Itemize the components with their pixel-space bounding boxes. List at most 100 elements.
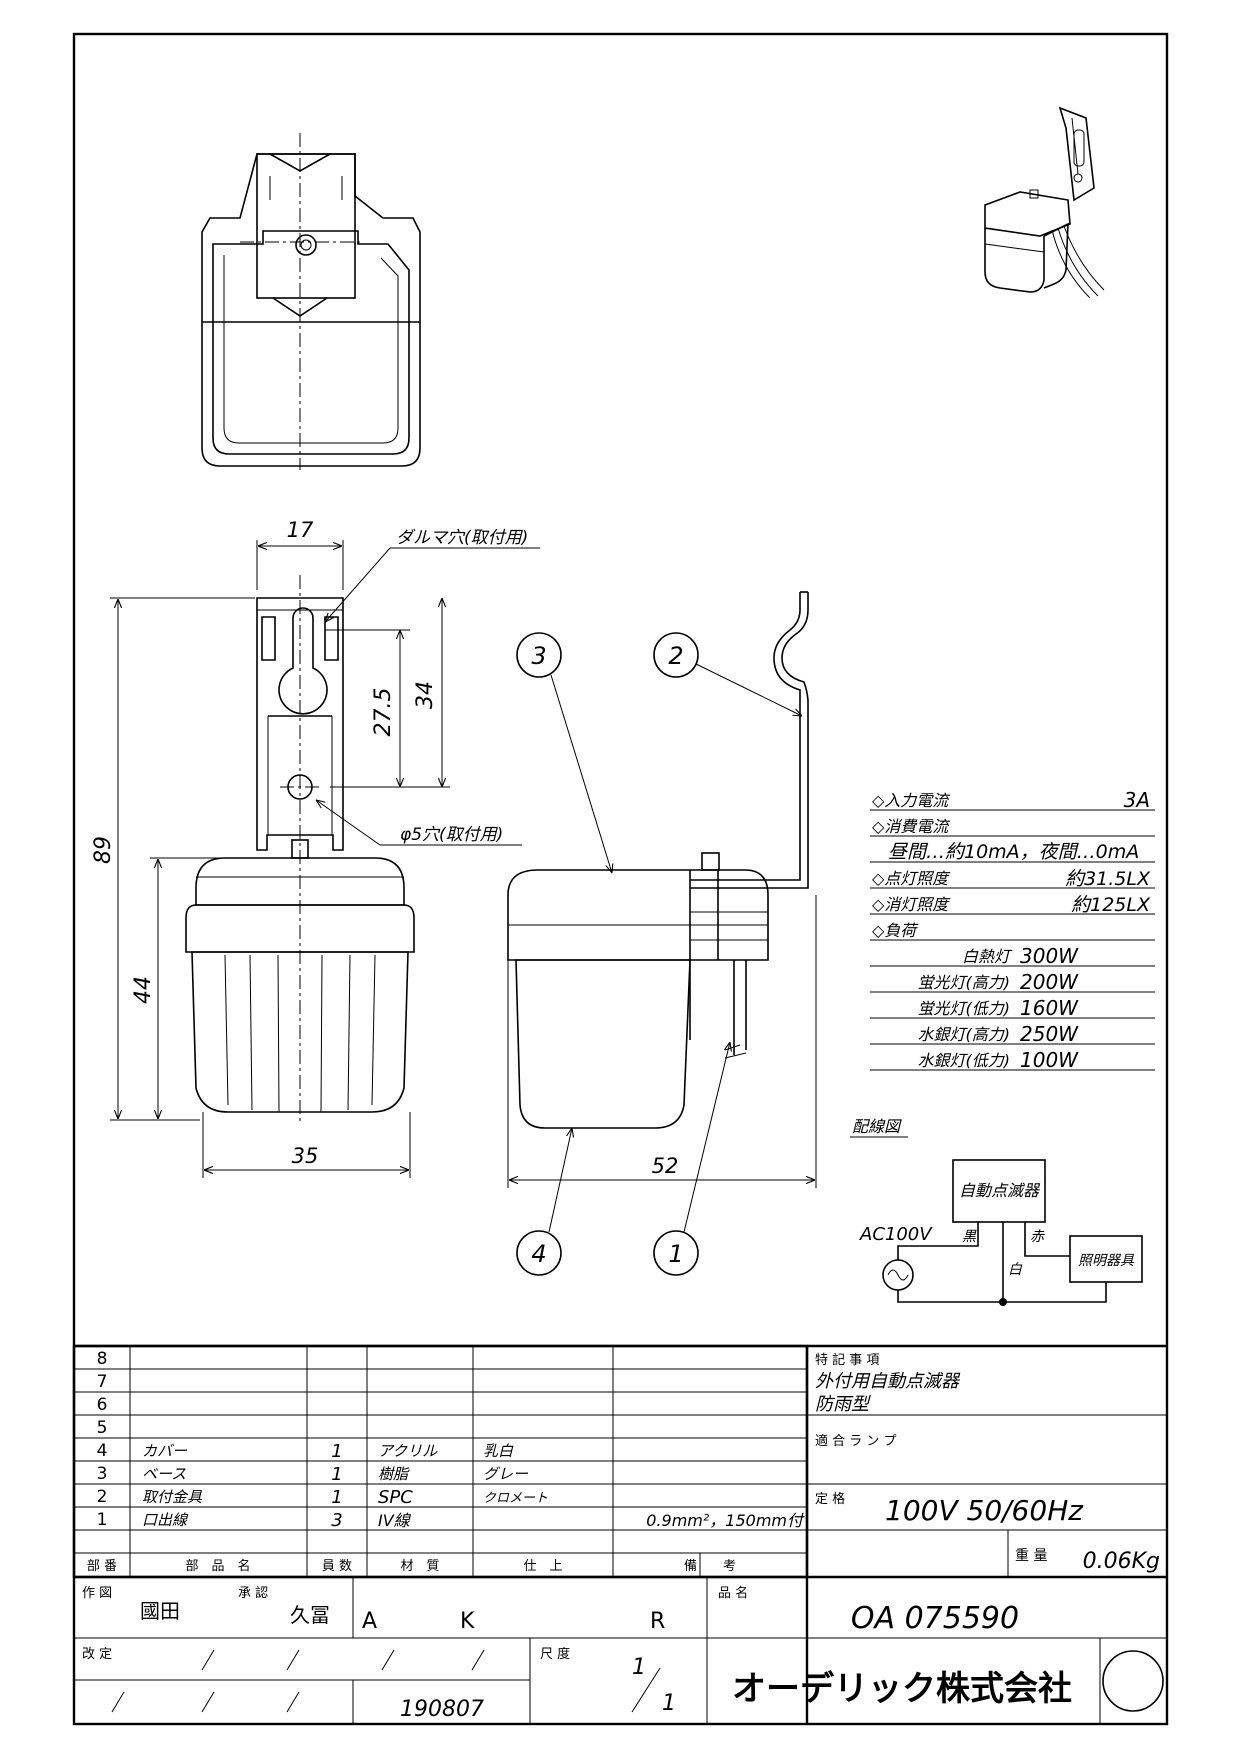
row-no: 4: [97, 1441, 108, 1461]
part-name: 口出線: [142, 1511, 189, 1529]
wiring-fixture: 照明器具: [1078, 1253, 1135, 1269]
special-label: 特 記 事 項: [815, 1352, 879, 1368]
spec-table: ◇入力電流 3A ◇消費電流 昼間…約10mA，夜間…0mA ◇点灯照度 約31…: [870, 788, 1155, 1072]
approved-label: 承 認: [238, 1585, 268, 1601]
company-name: オーデリック株式会社: [732, 1669, 1072, 1709]
spec-off-lux-label: ◇消灯照度: [872, 895, 951, 914]
spec-input-current-label: ◇入力電流: [872, 791, 950, 810]
product-label: 品 名: [718, 1585, 748, 1601]
front-view: [185, 575, 415, 1125]
header-remarks: 備 考: [684, 1558, 736, 1574]
balloon-2: 2: [668, 642, 683, 670]
rating-value: 100V 50/60Hz: [885, 1494, 1084, 1527]
header-material: 材 質: [400, 1559, 439, 1574]
drawn-label: 作 図: [82, 1586, 112, 1601]
wiring-title: 配線図: [852, 1117, 902, 1136]
part-material: SPC: [378, 1487, 413, 1508]
part-finish: 乳白: [483, 1442, 514, 1460]
front-dimensions: 17 34 27.5 89 44 35 ダルマ穴(取付用) φ5穴(取付用): [91, 518, 540, 1178]
spec-on-lux-label: ◇点灯照度: [872, 869, 951, 888]
rating-label: 定 格: [815, 1491, 845, 1507]
grade-r: R: [650, 1609, 665, 1634]
wiring-white: 白: [1008, 1262, 1023, 1278]
part-material: 樹脂: [378, 1465, 410, 1483]
balloon-1: 1: [668, 1240, 683, 1268]
wiring-device: 自動点滅器: [959, 1181, 1041, 1200]
part-remarks: 0.9mm²，150mm付: [646, 1511, 805, 1530]
product-code: OA 075590: [851, 1601, 1019, 1636]
dim-34: 34: [413, 681, 438, 709]
row-no: 6: [97, 1395, 108, 1415]
part-qty: 1: [331, 1464, 342, 1485]
scale-num: 1: [632, 1655, 646, 1680]
load-name: 白熱灯: [962, 947, 1013, 966]
part-name: ベース: [142, 1465, 186, 1483]
grade-k: K: [460, 1609, 475, 1634]
row-no: 7: [97, 1372, 108, 1392]
label-phi5-hole: φ5穴(取付用): [400, 825, 503, 845]
grade-a: A: [362, 1609, 377, 1634]
row-no: 3: [97, 1464, 108, 1484]
balloons: 3 2 4 1: [516, 632, 802, 1276]
load-name: 蛍光灯(低力): [918, 999, 1011, 1018]
part-qty: 1: [331, 1441, 342, 1462]
spec-consumption-value: 昼間…約10mA，夜間…0mA: [888, 841, 1139, 863]
load-name: 蛍光灯(高力): [918, 973, 1011, 992]
part-material: IV線: [378, 1511, 412, 1530]
load-value: 160W: [1020, 996, 1079, 1020]
dim-27-5: 27.5: [371, 688, 396, 737]
dim-35: 35: [292, 1144, 319, 1168]
side-dimensions: 52: [507, 895, 817, 1188]
part-qty: 1: [331, 1487, 342, 1508]
header-finish: 仕 上: [523, 1559, 562, 1574]
label-daruma-hole: ダルマ穴(取付用): [396, 528, 528, 548]
scale-label: 尺 度: [540, 1646, 570, 1662]
sheet-border: [72, 32, 1169, 1726]
spec-on-lux-value: 約31.5LX: [1065, 868, 1151, 890]
row-no: 8: [97, 1349, 108, 1369]
load-value: 250W: [1020, 1022, 1079, 1046]
balloon-4: 4: [531, 1240, 546, 1268]
weight-label: 重 量: [1015, 1548, 1047, 1564]
notes-block: 特 記 事 項 外付用自動点滅器 防雨型 適 合 ラ ン プ 定 格 100V …: [805, 1346, 1167, 1724]
part-finish: グレー: [483, 1465, 529, 1483]
wiring-source: AC100V: [859, 1224, 933, 1245]
dim-44: 44: [131, 976, 156, 1004]
dim-17: 17: [287, 518, 314, 542]
title-block: 作 図 國田 承 認 久冨 A K R 品 名 OA 075590 改 定 19…: [74, 1575, 1167, 1724]
scale-den: 1: [662, 1691, 676, 1716]
part-finish: クロメート: [483, 1491, 548, 1506]
parts-table: 8 7 6 5 4 3 2 1 カバー 1 アクリル 乳白 ベース 1 樹脂 グ…: [72, 1344, 1167, 1579]
weight-value: 0.06Kg: [1083, 1549, 1160, 1574]
company-logo: [1102, 1650, 1164, 1712]
dim-52: 52: [652, 1154, 679, 1178]
drawn-by: 國田: [140, 1599, 180, 1623]
special-line1: 外付用自動点滅器: [815, 1371, 961, 1392]
approved-by: 久冨: [290, 1603, 330, 1627]
load-value: 200W: [1020, 970, 1079, 994]
revision-label: 改 定: [82, 1647, 112, 1662]
part-name: 取付金具: [142, 1488, 203, 1506]
header-qty: 員 数: [322, 1559, 352, 1574]
revision-date: 190807: [400, 1697, 484, 1722]
header-no: 部 番: [87, 1559, 117, 1574]
balloon-3: 3: [531, 642, 546, 670]
row-no: 1: [97, 1510, 108, 1530]
special-line2: 防雨型: [815, 1394, 871, 1415]
side-view: [507, 591, 809, 1129]
wiring-black: 黒: [962, 1229, 977, 1245]
row-no: 2: [97, 1487, 108, 1507]
spec-load-label: ◇負荷: [872, 921, 919, 940]
load-name: 水銀灯(低力): [918, 1051, 1011, 1070]
header-name: 部 品 名: [185, 1558, 250, 1574]
product-illustration: [984, 106, 1105, 299]
dim-89: 89: [91, 836, 116, 864]
row-no: 5: [97, 1418, 108, 1438]
part-material: アクリル: [378, 1442, 438, 1460]
wiring-diagram: 配線図 自動点滅器 照明器具 AC100V 黒 赤 白: [850, 1117, 1143, 1306]
part-name: カバー: [142, 1442, 188, 1460]
wiring-red: 赤: [1030, 1229, 1045, 1245]
spec-input-current-value: 3A: [1124, 788, 1150, 812]
lamp-label: 適 合 ラ ン プ: [815, 1433, 897, 1449]
